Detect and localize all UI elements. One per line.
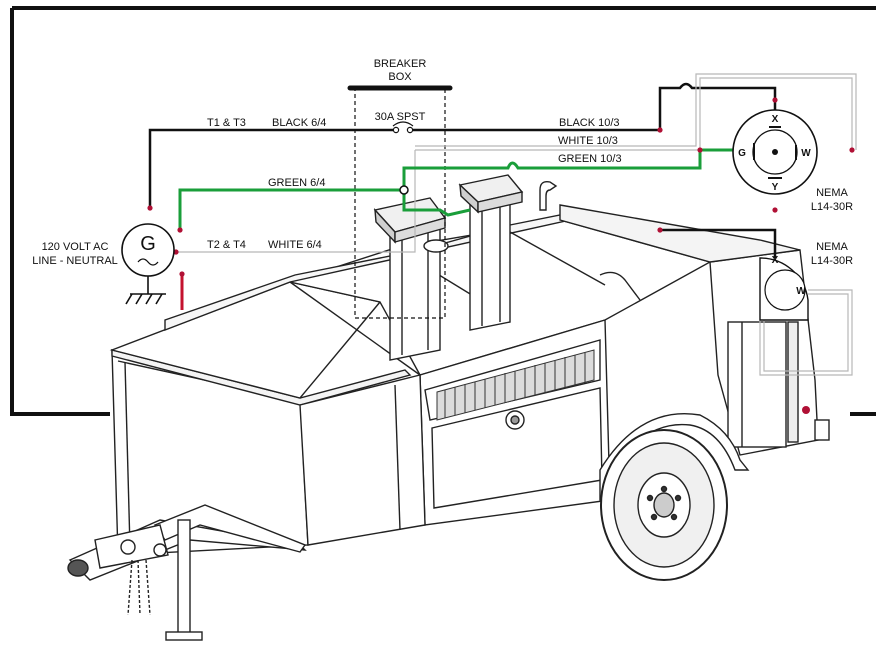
breaker-switch — [392, 121, 414, 134]
side-door — [727, 321, 787, 448]
wire-green-drop — [402, 148, 738, 190]
label-white-6-4: WHITE 6/4 — [268, 239, 322, 251]
generator-label-line2: LINE - NEUTRAL — [32, 255, 118, 267]
rec1-pin-g: G — [738, 148, 746, 159]
rec2-pin-w: W — [796, 286, 806, 297]
rec2-pin-x: X — [772, 255, 779, 266]
breaker-rating: 30A SPST — [375, 111, 426, 123]
exhaust-pipe — [539, 180, 558, 211]
receptacle-2-line2: L14-30R — [811, 255, 853, 267]
breaker-title-line2: BOX — [388, 71, 412, 83]
label-t2-t4: T2 & T4 — [207, 239, 246, 251]
wheel — [600, 429, 728, 581]
rec1-pin-y: Y — [772, 182, 779, 193]
wire-black-10-3 — [412, 82, 777, 132]
fuel-cap — [423, 239, 449, 253]
wire-white-10-3 — [415, 73, 857, 151]
tongue-hitch — [67, 504, 307, 641]
jack-stand — [177, 519, 191, 636]
rec1-pin-x: X — [772, 114, 779, 125]
green-junction — [399, 185, 409, 195]
receptacle-1-line1: NEMA — [816, 187, 848, 199]
trailer-illustration — [67, 174, 830, 641]
wire-green-6-4 — [178, 188, 402, 230]
label-white-10-3: WHITE 10/3 — [558, 135, 618, 147]
wire-black-rec2 — [660, 228, 777, 258]
receptacle-1 — [732, 109, 818, 195]
vent-grille — [436, 349, 595, 421]
receptacle-1-line2: L14-30R — [811, 201, 853, 213]
stand-pipe-right — [458, 174, 524, 331]
wire-white-6-4 — [176, 150, 416, 253]
label-green-10-3: GREEN 10/3 — [558, 153, 622, 165]
label-black-10-3: BLACK 10/3 — [559, 117, 620, 129]
rec1-pin-w: W — [801, 148, 811, 159]
wire-black-6-4 — [148, 128, 394, 208]
frame-wire — [10, 6, 876, 416]
receptacle-2-line1: NEMA — [816, 241, 848, 253]
wire-white-rec2 — [759, 289, 853, 376]
label-black-6-4: BLACK 6/4 — [272, 117, 326, 129]
generator-label-line1: 120 VOLT AC — [42, 241, 109, 253]
label-green-6-4: GREEN 6/4 — [268, 177, 325, 189]
wire-green-chassis — [402, 190, 471, 217]
receptacle-2 — [759, 257, 809, 321]
generator-symbol: G — [121, 223, 175, 277]
label-t1-t3: T1 & T3 — [207, 117, 246, 129]
breaker-title-line1: BREAKER — [374, 58, 427, 70]
stand-pipe-left — [373, 197, 447, 361]
generator-letter: G — [140, 233, 156, 255]
ground-symbol — [125, 276, 166, 305]
